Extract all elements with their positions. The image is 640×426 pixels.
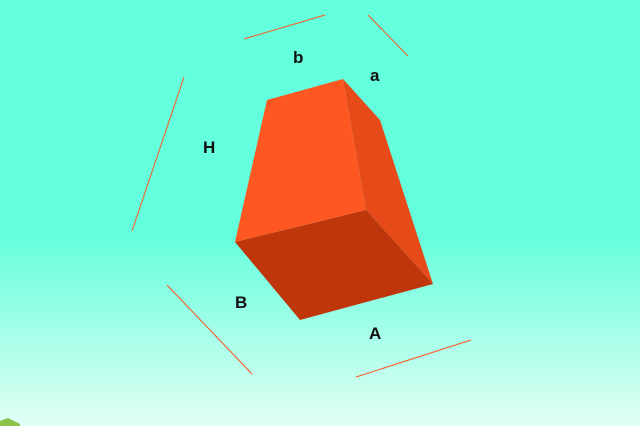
label-b: b <box>293 48 303 67</box>
solid-bottom-face <box>235 210 433 320</box>
label-big-b: B <box>235 293 247 312</box>
label-h: H <box>203 138 215 157</box>
dimension-line-h <box>131 76 185 232</box>
label-a: a <box>370 66 380 85</box>
solid-front-face <box>235 79 366 242</box>
dimension-line-big-a <box>355 339 472 378</box>
dimension-line-big-b <box>166 284 253 375</box>
green-corner-marker-icon <box>0 418 20 426</box>
label-big-a: A <box>369 324 381 343</box>
dimension-line-b <box>243 14 326 40</box>
dimension-line-a <box>367 14 409 57</box>
solid-side-face <box>343 79 433 284</box>
